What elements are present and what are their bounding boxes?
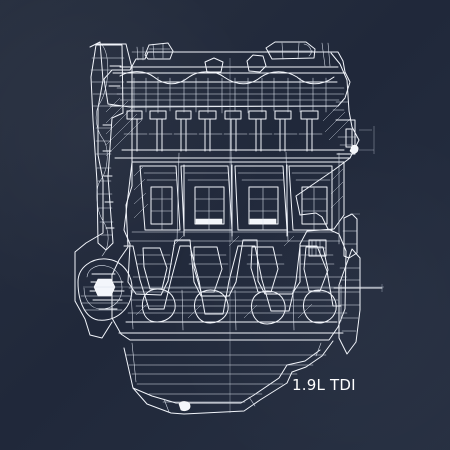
oil-sump xyxy=(123,340,334,415)
cylinder-section xyxy=(123,161,345,297)
lower-block-detail xyxy=(126,231,341,307)
left-gear-stack xyxy=(90,44,124,251)
top-bolt-right xyxy=(317,42,337,67)
engine-label: 1.9L TDI xyxy=(292,376,356,394)
oil-filler-cap-detail xyxy=(148,43,171,59)
timing-belt-cover xyxy=(95,44,109,257)
right-side-components xyxy=(308,101,383,355)
sensor-housing-top-right xyxy=(265,41,316,60)
centerline xyxy=(83,58,384,413)
front-pulley xyxy=(77,258,133,321)
crankcase-section xyxy=(118,235,350,334)
small-dimension-ticks xyxy=(350,126,383,292)
engine-cross-section-drawing xyxy=(74,41,384,415)
injector-cap-left xyxy=(204,57,224,73)
left-bolts xyxy=(102,65,122,229)
engine-block-outline xyxy=(95,43,360,341)
sensor-housing-detail xyxy=(267,42,314,60)
block-vertical-detail xyxy=(176,151,340,245)
oil-filler-cap xyxy=(144,42,174,60)
injector-cap-right xyxy=(246,54,267,73)
cylinder-head-details xyxy=(105,71,351,159)
left-cover-outline xyxy=(74,41,113,339)
left-gear-teeth xyxy=(90,57,125,236)
top-bolt-left xyxy=(131,46,149,61)
